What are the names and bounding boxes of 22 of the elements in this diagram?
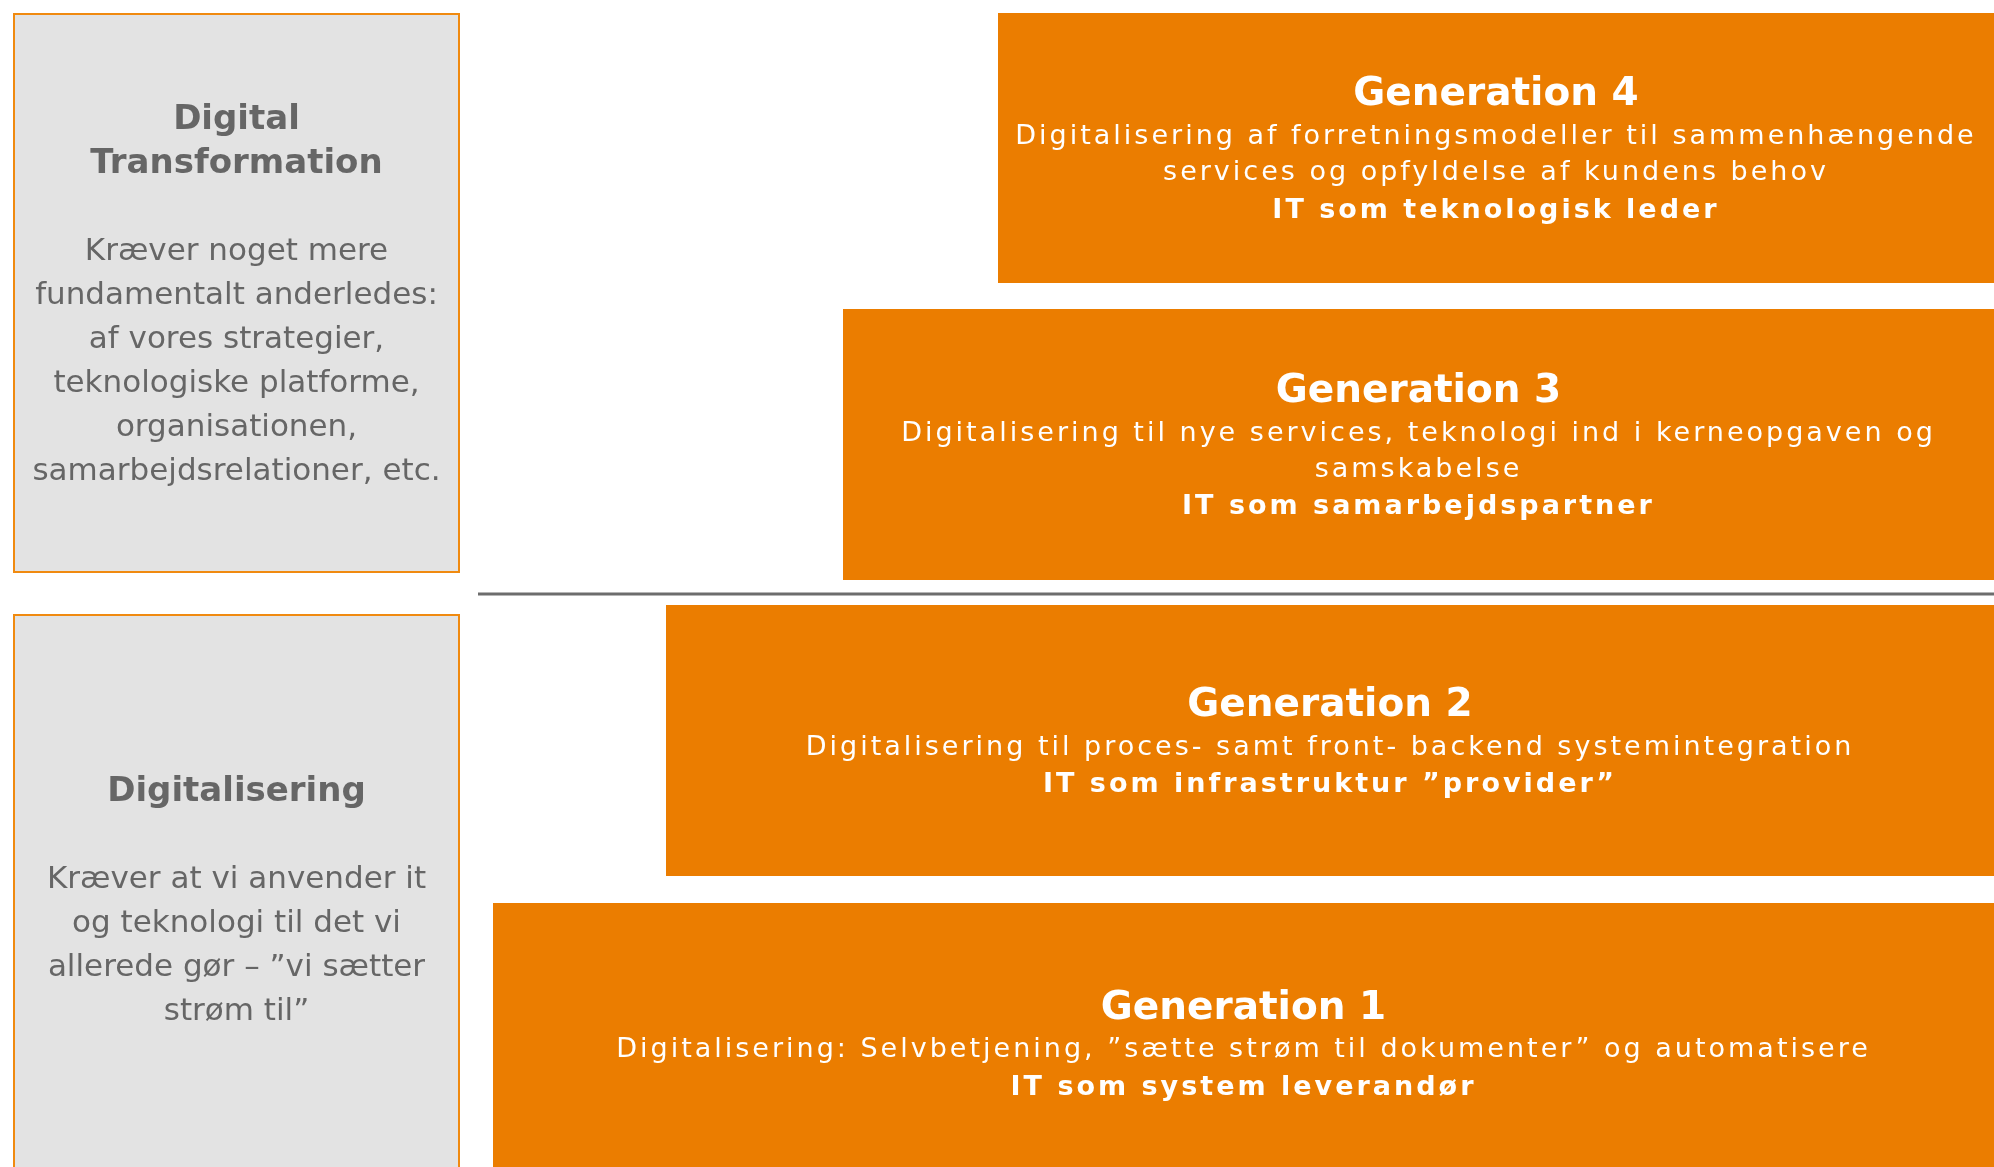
generation-description: Digitalisering af forretningsmodeller til sammenhængende services og opfyldelse af kundens behov (1014, 118, 1978, 189)
it-role: IT som infrastruktur ”provider” (1042, 766, 1618, 801)
it-role: IT som system leverandør (1010, 1068, 1477, 1103)
generation-description: Digitalisering til nye services, teknologi ind i kerneopgaven og samskabelse (900, 414, 1937, 485)
category-heading: Digitalisering (107, 767, 366, 811)
generation-heading: Generation 3 (1275, 364, 1562, 413)
generation-box (493, 903, 1994, 1167)
category-description: Kræver noget mere fundamentalt anderledes: af vores strategier, teknologiske platforme, organisationen, samarbejdsrelationer, etc. (31, 230, 442, 490)
category-box (13, 614, 460, 1167)
generation-heading: Generation 2 (1187, 679, 1473, 727)
generation-heading: Generation 4 (1353, 68, 1639, 117)
category-box (13, 13, 460, 573)
category-description: Kræver at vi anvender it og teknologi til det vi allerede gør – ”vi sætter strøm til” (45, 858, 428, 1030)
category-heading: Digital Transformation (89, 95, 384, 183)
it-role: IT som samarbejdspartner (1182, 488, 1655, 523)
generation-box (998, 13, 1994, 283)
generation-box (666, 605, 1994, 876)
generation-heading: Generation 1 (1100, 981, 1387, 1030)
generation-description: Digitalisering til proces- samt front- backend systemintegration (805, 728, 1855, 763)
generation-description: Digitalisering: Selvbetjening, ”sætte strøm til dokumenter” og automatisere (616, 1031, 1871, 1066)
it-role: IT som teknologisk leder (1272, 191, 1720, 226)
generation-box (843, 309, 1994, 580)
